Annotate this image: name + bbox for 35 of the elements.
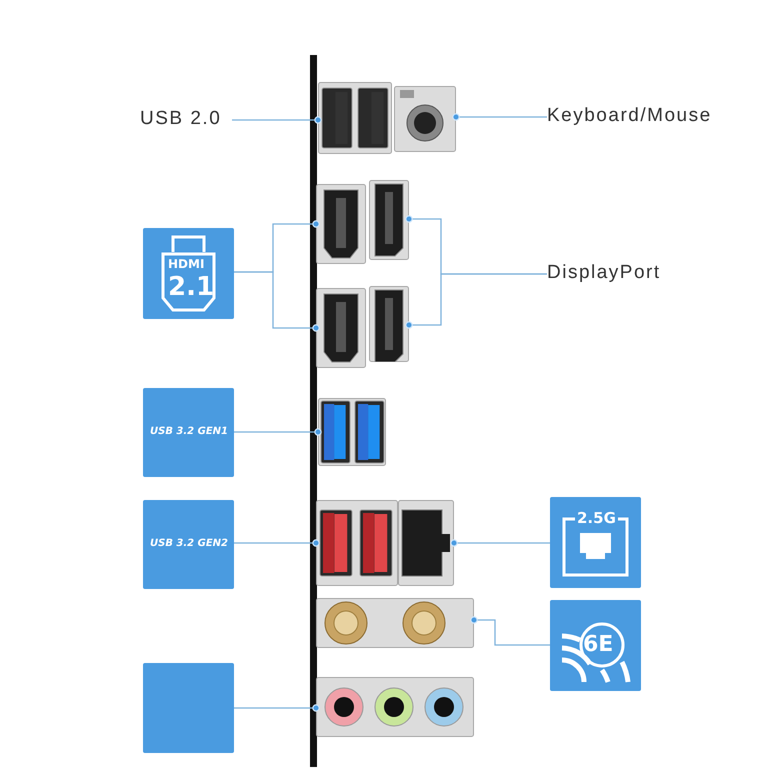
- port-label: Keyboard/Mouse: [547, 105, 732, 129]
- usb-badge: [143, 500, 234, 589]
- leader-line: [234, 539, 320, 547]
- usb-port-drawing: [318, 398, 386, 466]
- usb-port-drawing: [318, 82, 392, 154]
- badge-text: 2.5G: [577, 511, 616, 526]
- usb-port-drawing: [316, 500, 398, 586]
- leader-line: [234, 428, 322, 436]
- leader-line: [405, 273, 547, 329]
- port-label: USB 2.0: [140, 108, 232, 132]
- leader-line: [470, 616, 550, 646]
- leader-line: [234, 271, 320, 332]
- audio-jack-drawing: [316, 677, 474, 737]
- leader-line: [234, 704, 320, 712]
- leader-line: [452, 113, 547, 121]
- displayport-drawing: [369, 286, 409, 362]
- displayport-drawing: [369, 180, 409, 260]
- ethernet-badge: [550, 497, 641, 588]
- leader-line: [450, 539, 550, 547]
- audio-badge: [143, 663, 234, 753]
- port-label: DisplayPort: [547, 262, 677, 286]
- hdmi-port-drawing: [316, 288, 366, 368]
- badge-text: 2.1: [168, 274, 214, 300]
- ethernet-port-drawing: [398, 500, 454, 586]
- badge-text: USB 3.2 GEN2: [150, 539, 228, 549]
- badge-text: HDMI: [168, 258, 204, 270]
- wifi-badge: [550, 600, 641, 691]
- ps2-port-drawing: [394, 86, 456, 152]
- usb-badge: [143, 388, 234, 477]
- leader-line: [232, 116, 322, 124]
- hdmi-port-drawing: [316, 184, 366, 264]
- badge-text: USB 3.2 GEN1: [150, 427, 228, 437]
- badge-text: 6E: [583, 634, 614, 656]
- antenna-connector-drawing: [316, 598, 474, 648]
- hdmi-badge: [143, 228, 234, 319]
